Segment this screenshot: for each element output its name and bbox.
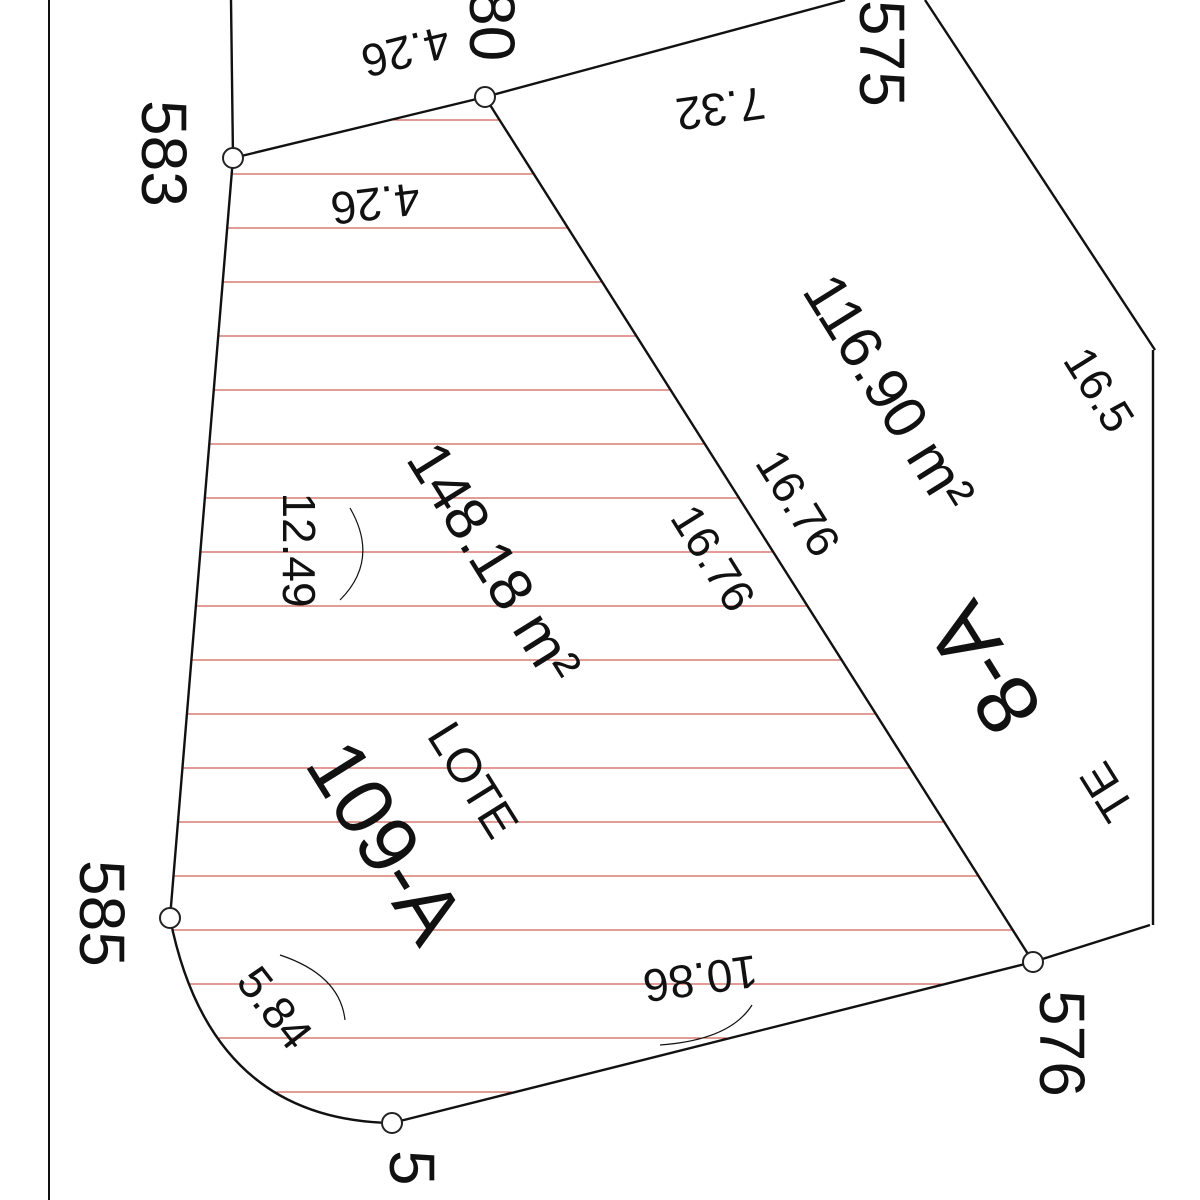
vertex-marker-576	[1022, 951, 1044, 973]
lot-109a-area: 148.18 m²	[394, 430, 594, 695]
top-line-left	[229, 0, 235, 159]
vertex-label-575: 575	[846, 0, 918, 107]
measure-right-partial: 16.5	[1054, 338, 1146, 441]
lot-8a-partial-text: TE	[1069, 753, 1144, 830]
arc-left-edge	[339, 507, 364, 601]
vertex-label-585: 585	[66, 860, 138, 967]
lot-8a-id: 8-A	[908, 586, 1061, 751]
arc-bottom-edge	[659, 1004, 753, 1046]
lot-8a-area: 116.90 m²	[790, 262, 988, 523]
vertex-marker-580	[474, 86, 496, 108]
measure-diag-outer: 16.76	[746, 440, 851, 565]
arc-curve-edge	[279, 954, 346, 1021]
vertex-marker-bottom	[381, 1112, 403, 1134]
lot-109a-boundary	[168, 95, 1035, 1125]
vertex-label-583: 583	[128, 100, 200, 207]
measure-top-inner-edge: 4.26	[328, 173, 423, 236]
measure-curve-edge: 5.84	[227, 956, 323, 1059]
measure-left-edge: 12.49	[273, 492, 325, 607]
vertex-label-bottom-partial: 5	[376, 1150, 448, 1186]
vertex-label-576: 576	[1026, 990, 1098, 1097]
measure-top-left-edge: 4.26	[356, 16, 455, 88]
measure-top-right-edge: 7.32	[673, 77, 769, 141]
vertex-marker-583	[222, 147, 244, 169]
measure-bottom-edge: 10.86	[640, 945, 761, 1013]
lot-8a-bottom	[1032, 923, 1151, 964]
lot-8a-diagonal	[923, 0, 1157, 351]
top-line-upper	[484, 0, 846, 99]
vertex-marker-585	[159, 907, 181, 929]
vertex-label-580-partial: 80	[456, 0, 528, 61]
lot-109a-label: LOTE	[417, 713, 528, 847]
